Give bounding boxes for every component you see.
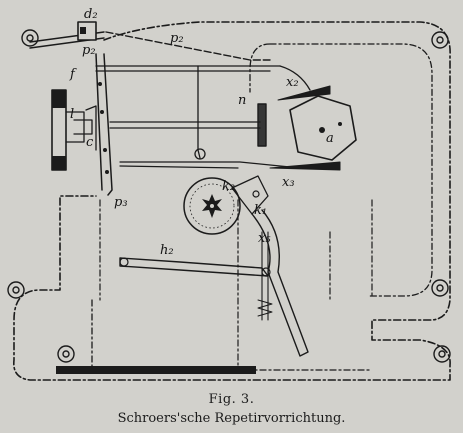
hex-cam <box>289 95 357 161</box>
rod-p2-ext <box>105 31 271 61</box>
frame-pillars <box>99 199 373 371</box>
figure-title: Schroers'sche Repetirvorrichtung. <box>117 411 346 426</box>
label-x3: x₃ <box>282 175 295 190</box>
pawl-x3 <box>269 161 341 171</box>
link-k1 <box>231 175 269 215</box>
arm-curve <box>251 209 309 357</box>
label-n: n <box>238 93 246 108</box>
pawl-x2 <box>277 85 331 101</box>
label-d2: d₂ <box>84 7 98 22</box>
lever-p3 <box>95 53 113 196</box>
label-p2-left: p₂ <box>82 43 96 58</box>
guide-rods <box>95 65 281 129</box>
label-k1: k₁ <box>254 203 267 218</box>
pivot-block-d2 <box>77 21 97 41</box>
base-plate <box>56 366 256 374</box>
label-x5: x₅ <box>258 231 271 246</box>
figure-number: Fig. 3. <box>208 392 255 407</box>
frame-outline <box>13 21 451 381</box>
label-h2: h₂ <box>160 243 174 258</box>
ratchet-wheel <box>183 177 241 235</box>
label-p2-top: p₂ <box>170 31 184 46</box>
label-c: c <box>86 135 94 150</box>
machine-drawing: d₂ p₂ p₂ f l c p₃ n x₂ a x₃ k₂ k₁ x₅ h₂ <box>7 7 451 381</box>
label-f: f <box>69 67 77 82</box>
label-x2: x₂ <box>286 75 299 90</box>
center-rod <box>197 65 201 159</box>
label-k2: k₂ <box>222 179 235 194</box>
shaft-x3 <box>119 161 301 169</box>
lever-h2 <box>119 257 269 277</box>
label-p3: p₃ <box>114 195 128 210</box>
label-a: a <box>326 131 334 146</box>
label-l: l <box>70 107 74 122</box>
frame-bolts <box>7 29 451 363</box>
